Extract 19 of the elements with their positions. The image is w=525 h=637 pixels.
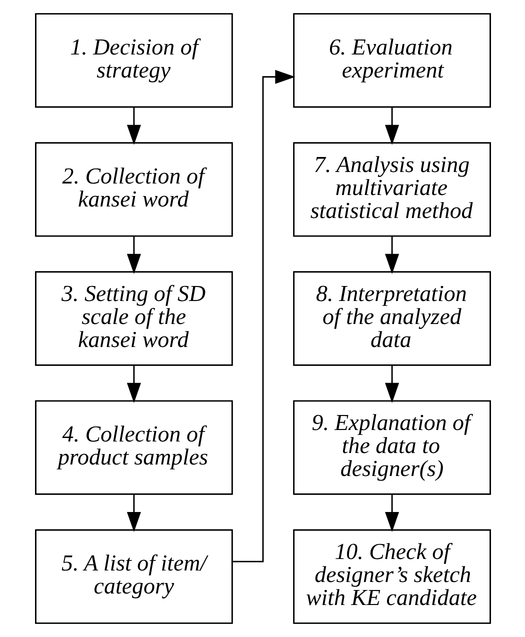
node-box: 7. Analysis using multivariate statistical method bbox=[292, 142, 490, 237]
arrow bbox=[126, 365, 140, 404]
arrow bbox=[126, 236, 140, 274]
arrow bbox=[126, 494, 140, 532]
arrow bbox=[384, 494, 399, 532]
arrow bbox=[126, 107, 140, 145]
node-box: 4. Collection of product samples bbox=[34, 400, 232, 495]
node-box: 5. A list of item/ category bbox=[34, 529, 232, 624]
node-box: 3. Setting of SD scale of the kansei word bbox=[34, 271, 232, 366]
arrow bbox=[232, 70, 295, 562]
arrow bbox=[384, 365, 399, 404]
node-box: 6. Evaluation experiment bbox=[292, 13, 490, 108]
node-box: 1. Decision of strategy bbox=[34, 13, 232, 108]
node-box: 9. Explanation of the data to designer(s) bbox=[292, 400, 490, 495]
node-box: 8. Interpretation of the analyzed data bbox=[292, 271, 490, 366]
node-box: 10. Check of designer’s sketch with KE candidate bbox=[292, 529, 490, 624]
arrow bbox=[384, 107, 399, 145]
arrow bbox=[384, 236, 399, 274]
node-box: 2. Collection of kansei word bbox=[34, 142, 232, 237]
